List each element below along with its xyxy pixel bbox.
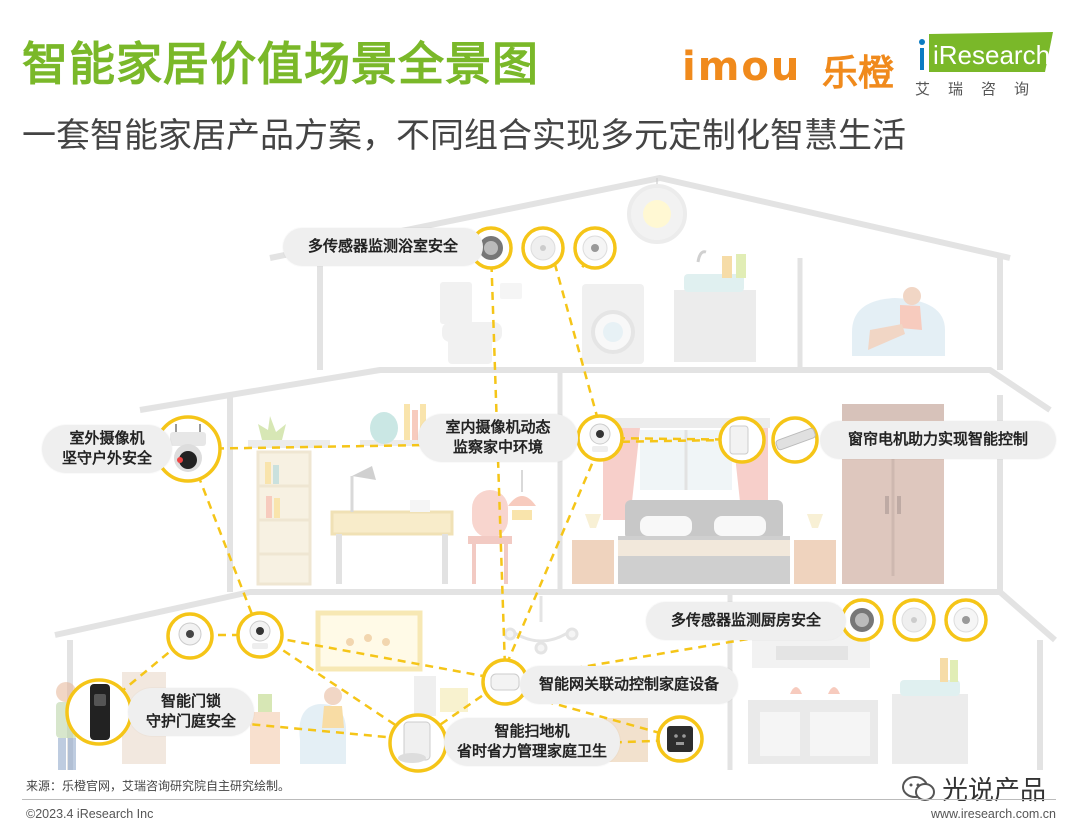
- label-gateway: 智能网关联动控制家庭设备: [520, 666, 738, 704]
- robot-vacuum-icon: [388, 713, 448, 773]
- kitchen-cabinet-icon: [748, 632, 878, 764]
- footer-divider: [22, 799, 1056, 800]
- bed-icon: [618, 500, 790, 584]
- bath-sensor-water-icon: [521, 226, 565, 270]
- label-smart-lock-line2: 守护门庭安全: [145, 713, 236, 730]
- page-title: 智能家居价值场景全景图: [22, 38, 539, 90]
- kitchen-sensor-smoke-icon: [840, 598, 884, 642]
- indoor-camera-living-icon: [236, 611, 284, 659]
- washing-machine-icon: [582, 284, 644, 364]
- indoor-camera-icon: [576, 414, 624, 462]
- wechat-icon: [902, 775, 935, 801]
- label-curtain-motor: 窗帘电机助力实现智能控制: [820, 421, 1056, 459]
- bath-sensor-motion-icon: [573, 226, 617, 270]
- label-smart-lock: 智能门锁 守护门庭安全: [128, 688, 254, 736]
- armchair-icon: [852, 287, 945, 356]
- kitchen-sink-icon: [892, 658, 968, 764]
- kitchen-sensor-gas-icon: [892, 598, 936, 642]
- desk-icon: [330, 466, 454, 584]
- label-robot-vacuum-line2: 省时省力管理家庭卫生: [456, 743, 607, 760]
- label-outdoor-camera-line1: 室外摄像机: [69, 430, 145, 447]
- watermark: 光说产品: [902, 770, 1046, 807]
- picture-frame-icon: [315, 610, 423, 672]
- copyright: ©2023.4 iResearch Inc: [26, 807, 154, 821]
- nightstand-icon: [572, 514, 836, 584]
- device-markers: [65, 226, 988, 773]
- label-robot-vacuum: 智能扫地机 省时省力管理家庭卫生: [444, 718, 620, 766]
- label-outdoor-camera: 室外摄像机 坚守户外安全: [42, 425, 172, 473]
- curtain-motor-icon: [771, 416, 819, 464]
- label-indoor-camera-line2: 监察家中环境: [452, 439, 543, 456]
- outdoor-camera-icon: [154, 415, 222, 483]
- chair-icon: [468, 490, 512, 584]
- imou-logo: imou: [682, 44, 802, 90]
- label-smart-lock-line1: 智能门锁: [160, 693, 221, 710]
- lecheng-logo: 乐橙: [822, 52, 895, 93]
- iresearch-cn-logo: 艾瑞咨询: [915, 81, 1048, 98]
- chandelier-icon: [503, 596, 579, 655]
- smart-socket-icon: [656, 715, 704, 763]
- toilet-icon: [440, 282, 522, 364]
- pendant-lamp-icon: [508, 470, 536, 520]
- iresearch-logo: iResearch: [919, 32, 1053, 72]
- plant-icon: [248, 416, 330, 448]
- kitchen-sensor-water-icon: [944, 598, 988, 642]
- label-outdoor-camera-line2: 坚守户外安全: [61, 450, 152, 467]
- indoor-camera-small-icon: [166, 612, 214, 660]
- smart-lock-icon: [65, 678, 133, 746]
- label-robot-vacuum-line1: 智能扫地机: [494, 723, 570, 740]
- ceiling-lamp-icon: [627, 178, 687, 244]
- source-note: 来源：乐橙官网，艾瑞咨询研究院自主研究绘制。: [26, 779, 291, 793]
- house-outline: [54, 175, 1057, 770]
- label-indoor-camera: 室内摄像机动态 监察家中环境: [418, 414, 578, 462]
- bookshelf-icon: [256, 450, 312, 586]
- watermark-text: 光说产品: [942, 775, 1047, 805]
- page-subtitle: 一套智能家居产品方案，不同组合实现多元定制化智慧生活: [22, 117, 906, 155]
- label-kitchen-sensors: 多传感器监测厨房安全: [646, 602, 846, 640]
- curtain-sensor-icon: [718, 416, 766, 464]
- sink-icon: [674, 250, 756, 362]
- website-url: www.iresearch.com.cn: [930, 807, 1056, 821]
- iresearch-logo-text: iResearch: [933, 40, 1050, 70]
- label-bath-sensors: 多传感器监测浴室安全: [283, 228, 483, 266]
- label-indoor-camera-line1: 室内摄像机动态: [445, 419, 551, 436]
